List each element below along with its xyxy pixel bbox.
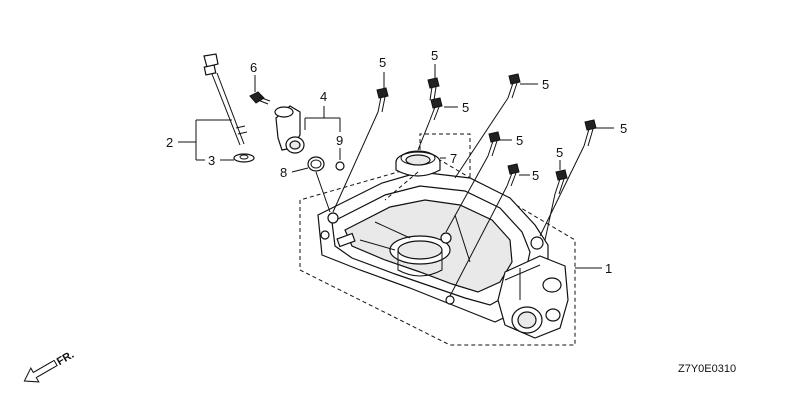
oil-pan-housing (317, 171, 569, 339)
callout-5h: 5 (556, 145, 563, 160)
flange-bolt-g (583, 119, 597, 147)
flange-bolt-h (554, 169, 568, 195)
flange-bolt-a (376, 87, 389, 113)
callout-5b: 5 (431, 48, 438, 63)
flange-bolt-f (506, 163, 520, 187)
callout-2: 2 (166, 135, 173, 150)
callout-6: 6 (250, 60, 257, 75)
oil-seal (395, 150, 441, 177)
plug-9 (335, 161, 345, 171)
flange-bolt-c (429, 97, 443, 121)
oil-filler-tube (274, 105, 305, 154)
callout-8: 8 (280, 165, 287, 180)
callout-5g: 5 (620, 121, 627, 136)
flange-bolt-d (507, 73, 521, 99)
callout-1: 1 (605, 261, 612, 276)
callout-labels: 1 2 3 4 5 5 5 5 5 5 5 5 6 7 8 9 (166, 48, 627, 276)
front-direction-arrow: FR. (23, 349, 76, 383)
diagram-code: Z7Y0E0310 (678, 363, 736, 375)
flange-bolt-e (487, 131, 501, 157)
flange-bolt-b (427, 77, 440, 101)
callout-9: 9 (336, 133, 343, 148)
callout-4: 4 (320, 89, 327, 104)
callout-5f: 5 (532, 168, 539, 183)
callout-5e: 5 (516, 133, 523, 148)
callout-5c: 5 (462, 100, 469, 115)
callout-7: 7 (450, 151, 457, 166)
flange-bolt-6 (249, 91, 271, 105)
oil-dipstick (203, 53, 248, 146)
callout-5d: 5 (542, 77, 549, 92)
leader-lines (178, 64, 614, 297)
callout-5a: 5 (379, 55, 386, 70)
dipstick-washer (233, 153, 255, 163)
o-ring (307, 156, 325, 172)
front-direction-label: FR. (55, 349, 76, 368)
callout-3: 3 (208, 153, 215, 168)
